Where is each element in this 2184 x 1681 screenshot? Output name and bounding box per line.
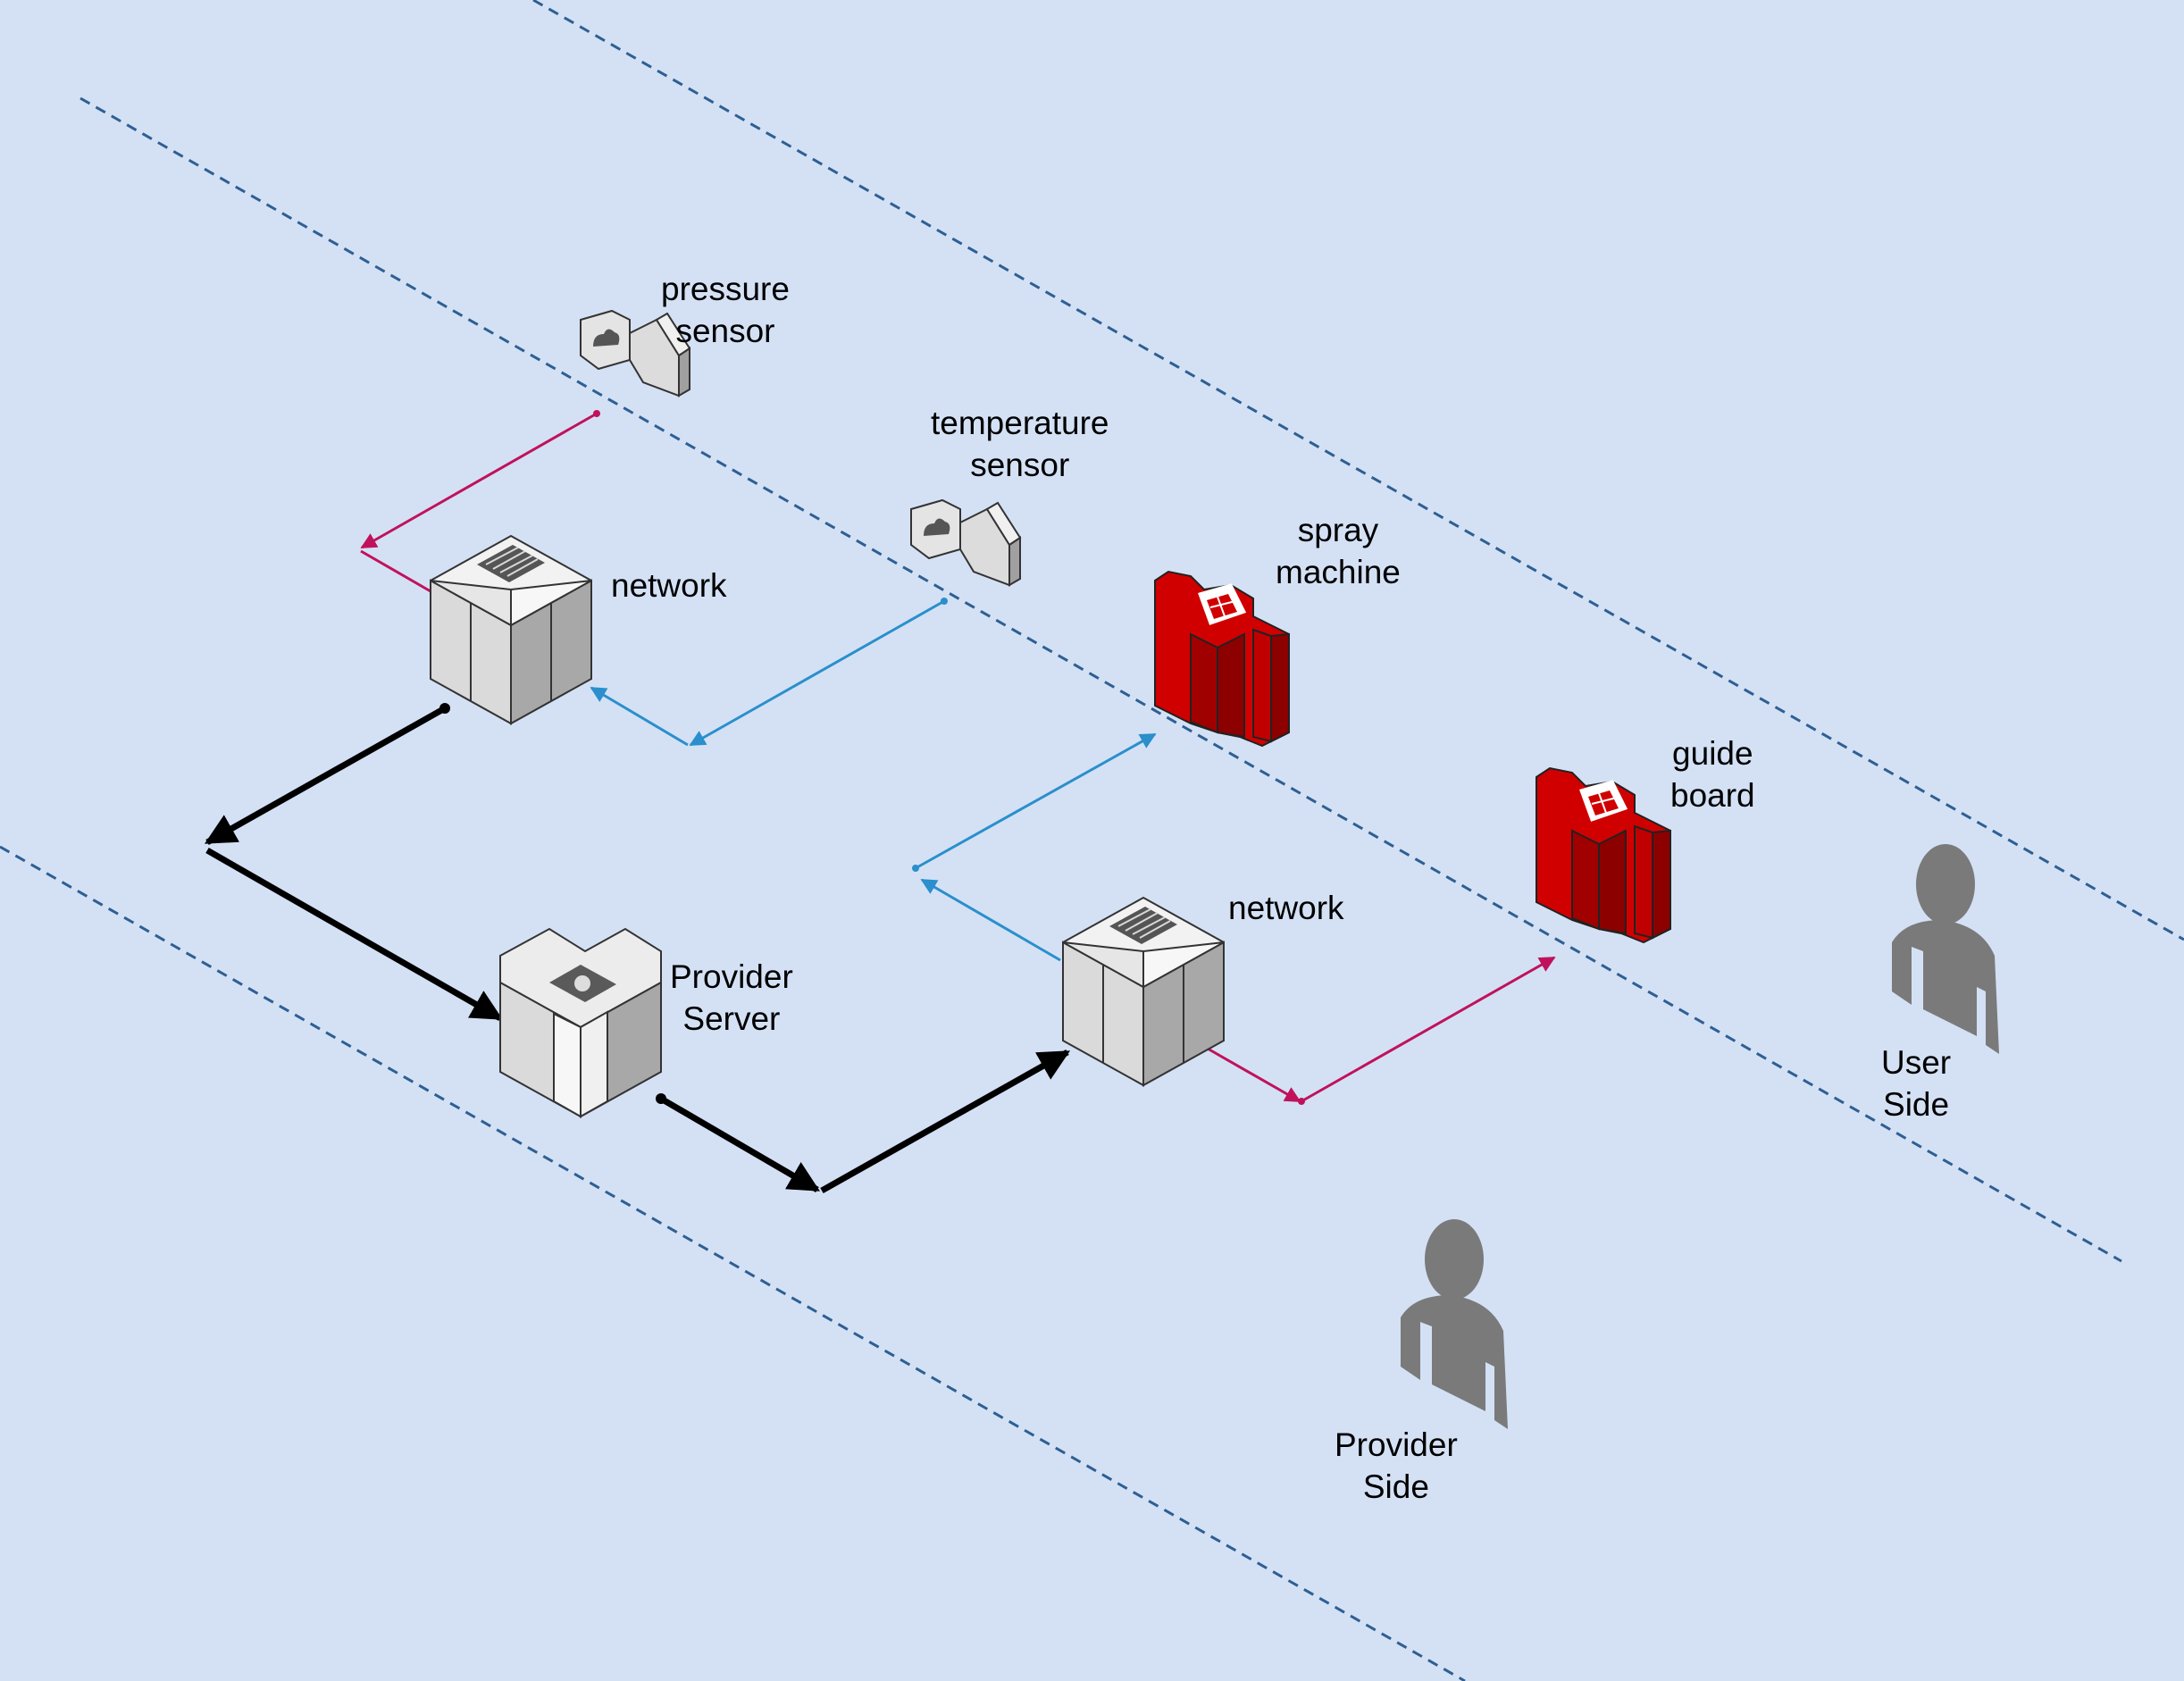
blue-flow-connectors [590,598,1157,962]
black-flow-connectors [204,703,1071,1194]
network-bottom-label-text: network [1228,890,1344,926]
provider-server-label-line2: Server [682,1000,781,1037]
guide-board-icon [1535,766,1672,944]
provider-server-label: Provider Server [670,956,793,1040]
pressure-sensor-label-line1: pressure [661,271,790,307]
boundary-line-middle [79,96,2122,1263]
guide-board-label-line1: guide [1672,735,1753,772]
boundary-line-bottom [0,845,1466,1681]
magenta-flow-connectors [360,410,1556,1105]
provider-side-label-line2: Side [1362,1468,1429,1505]
flow-temperature-sensor-out [689,599,945,747]
flow-network-bottom-out [920,878,1061,962]
user-side-label-line2: Side [1883,1086,1950,1123]
temperature-sensor-label: temperature sensor [931,402,1109,486]
user-side-label: User Side [1881,1041,1951,1125]
guide-board-label-line2: board [1670,777,1755,814]
network-top-label-text: network [611,567,727,604]
flow-network-to-corner [204,705,447,846]
network-top-label: network [611,565,727,606]
network-server-icon-top [430,535,592,724]
user-side-person-icon [1892,844,1999,1054]
temperature-sensor-label-line1: temperature [931,405,1109,441]
flow-corner-to-provider-server [205,847,504,1022]
provider-server-label-line1: Provider [670,958,793,995]
flow-pressure-sensor-out [360,412,598,549]
flow-network-bottom-to-corner [1201,1043,1301,1103]
provider-server-icon [499,928,662,1117]
network-server-icon-bottom [1062,897,1225,1086]
flow-to-network-top [590,686,689,747]
guide-board-label: guide board [1670,732,1755,816]
temperature-sensor-label-line2: sensor [970,447,1070,483]
pressure-sensor-label-line2: sensor [675,313,775,349]
spray-machine-label-line1: spray [1297,512,1379,548]
provider-side-label: Provider Side [1335,1424,1458,1508]
temperature-sensor-icon [910,499,1021,586]
flow-provider-server-to-corner [659,1095,821,1193]
spray-machine-label-line2: machine [1276,554,1401,590]
boundary-line-top [532,0,2184,941]
spray-machine-icon [1153,570,1291,748]
network-bottom-label: network [1228,887,1344,929]
flow-to-guide-board [1301,956,1556,1103]
provider-side-label-line1: Provider [1335,1426,1458,1463]
pressure-sensor-label: pressure sensor [661,268,790,352]
flow-pressure-to-network [360,549,431,593]
provider-side-person-icon [1401,1219,1508,1429]
spray-machine-label: spray machine [1276,509,1401,593]
flow-corner-to-network [820,1049,1071,1194]
flow-to-spray-machine [915,732,1157,870]
user-side-label-line1: User [1881,1044,1952,1081]
